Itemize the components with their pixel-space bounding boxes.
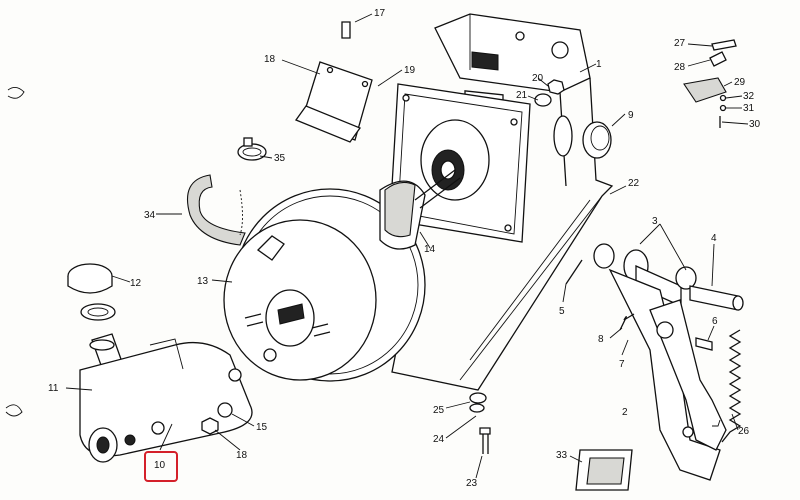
- mounting-plate: [389, 83, 531, 243]
- callout-31: 31: [743, 103, 755, 114]
- callout-3: 3: [652, 216, 658, 227]
- hose-clamp: [237, 137, 267, 161]
- clevis-pin: [341, 21, 351, 39]
- reservoir-cap: [67, 263, 116, 321]
- callout-26: 26: [738, 426, 750, 437]
- callout-8: 8: [598, 334, 604, 345]
- callout-10: 10: [154, 460, 166, 471]
- return-spring: [721, 329, 742, 443]
- master-cylinder: [79, 333, 253, 463]
- callout-33: 33: [556, 450, 568, 461]
- callout-1: 1: [596, 59, 602, 70]
- callout-11: 11: [48, 383, 59, 394]
- bolt-set: [469, 392, 491, 454]
- spring-clip: [619, 313, 635, 331]
- callout-18-cylinder: 18: [236, 450, 248, 461]
- callout-labels: 1 2 3 4 5 6 7 8 9 10 11 12 13 14 15 17 1…: [48, 8, 761, 489]
- callout-9: 9: [628, 110, 634, 121]
- callout-18-cover: 18: [264, 54, 276, 65]
- callout-12: 12: [130, 278, 142, 289]
- callout-20: 20: [532, 73, 544, 84]
- callout-30: 30: [749, 119, 761, 130]
- callout-14: 14: [424, 244, 436, 255]
- callout-21: 21: [516, 90, 528, 101]
- callout-13: 13: [197, 276, 209, 287]
- callout-35: 35: [274, 153, 286, 164]
- callout-29: 29: [734, 77, 746, 88]
- margin-mark: [7, 87, 25, 99]
- split-pin: [565, 259, 583, 285]
- callout-25: 25: [433, 405, 445, 416]
- vacuum-hose: [186, 174, 246, 246]
- nut: [201, 417, 219, 435]
- callout-17: 17: [374, 8, 386, 19]
- leader-lines: [65, 13, 749, 479]
- margin-mark: [5, 404, 23, 417]
- callout-2: 2: [622, 407, 628, 418]
- callout-19: 19: [404, 65, 416, 76]
- callout-highlight-box: [144, 451, 178, 482]
- callout-28: 28: [674, 62, 686, 73]
- grommet-seal: [553, 115, 612, 159]
- callout-4: 4: [711, 233, 717, 244]
- callout-32: 32: [743, 91, 755, 102]
- callout-15: 15: [256, 422, 268, 433]
- stop-light-switch: [683, 39, 737, 128]
- inspection-cover: [294, 61, 373, 143]
- callout-24: 24: [433, 434, 445, 445]
- nut-and-washer: [534, 79, 565, 107]
- callout-22: 22: [628, 178, 640, 189]
- brake-servo: [223, 169, 461, 382]
- callout-7: 7: [619, 359, 625, 370]
- callout-34: 34: [144, 210, 156, 221]
- callout-27: 27: [674, 38, 686, 49]
- pedal-pad: [575, 449, 633, 491]
- callout-5: 5: [559, 306, 565, 317]
- pedal-assembly: [593, 243, 744, 481]
- callout-6: 6: [712, 316, 718, 327]
- callout-23: 23: [466, 478, 478, 489]
